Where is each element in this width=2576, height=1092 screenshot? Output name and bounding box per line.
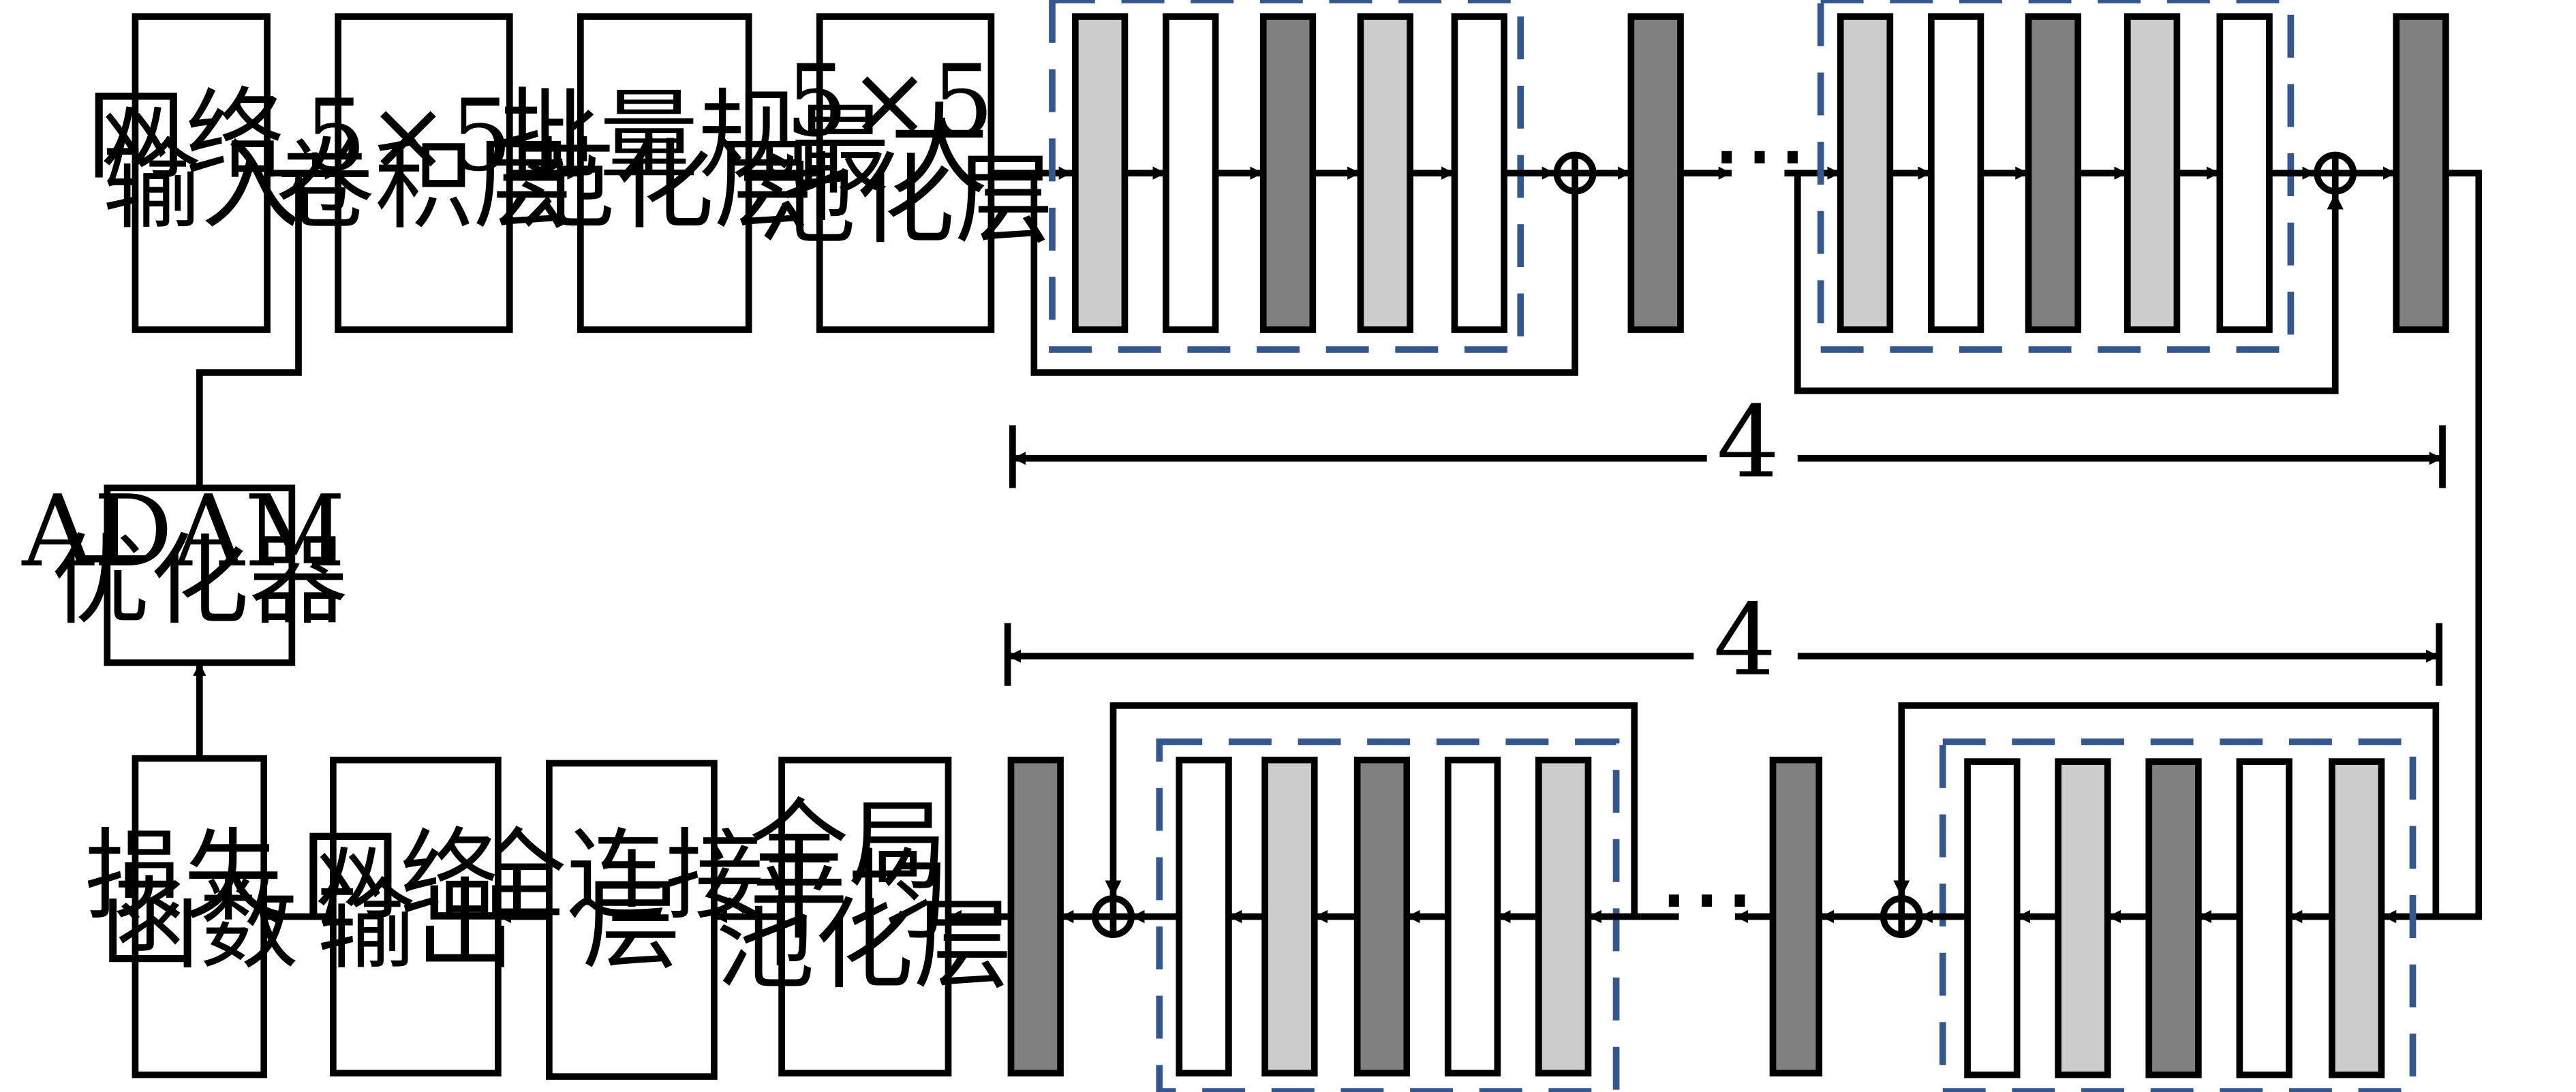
bottom-residual-block-1 <box>1092 702 1641 1092</box>
network-input-label: 网络 输入 <box>87 78 316 243</box>
bottom-ellipsis: ⋯ <box>1657 840 1756 955</box>
repeat-indicator-bottom: 4 <box>1004 583 2443 698</box>
top-transition-bar-2 <box>2393 13 2449 333</box>
loss-function-label: 损失 函数 <box>85 819 315 984</box>
conv-5x5-block: 5×5 卷积层 <box>275 13 572 333</box>
repeat-indicator-top: 4 <box>1009 385 2446 500</box>
top-ellipsis: ⋯ <box>1711 97 1809 212</box>
batch-norm-block: 批量规 范化层 <box>500 13 829 333</box>
top-transition-bar-1 <box>1627 13 1684 333</box>
repeat-count-top: 4 <box>1717 385 1779 500</box>
top-residual-block-2 <box>1794 0 2357 394</box>
network-output-label: 网络 输出 <box>301 819 531 984</box>
max-pool-label: 5×5 最大 池化层 <box>757 44 1054 258</box>
adam-optimizer-block: ADAM 优化器 <box>21 474 377 666</box>
adam-optimizer-label: ADAM 优化器 <box>21 474 377 639</box>
batch-norm-label: 批量规 范化层 <box>500 78 829 243</box>
global-avg-pool-block: 全局 平均 池化层 <box>716 756 1013 1077</box>
fully-connected-block: 全连接 层 <box>467 760 765 1080</box>
global-avg-pool-label: 全局 平均 池化层 <box>716 789 1013 1003</box>
bottom-transition-bar-2 <box>1769 756 1823 1077</box>
bottom-residual-block-2 <box>1880 702 2440 1092</box>
conv-label: 5×5 卷积层 <box>275 78 572 243</box>
max-pool-block: 5×5 最大 池化层 <box>757 13 1054 333</box>
bottom-transition-bar-1 <box>1007 756 1064 1077</box>
top-residual-block-1 <box>1030 0 1597 376</box>
loss-function-block: 损失 函数 <box>85 755 315 1078</box>
network-output-block: 网络 输出 <box>301 756 531 1077</box>
network-input-block: 网络 输入 <box>87 13 316 333</box>
repeat-count-bottom: 4 <box>1713 583 1776 698</box>
